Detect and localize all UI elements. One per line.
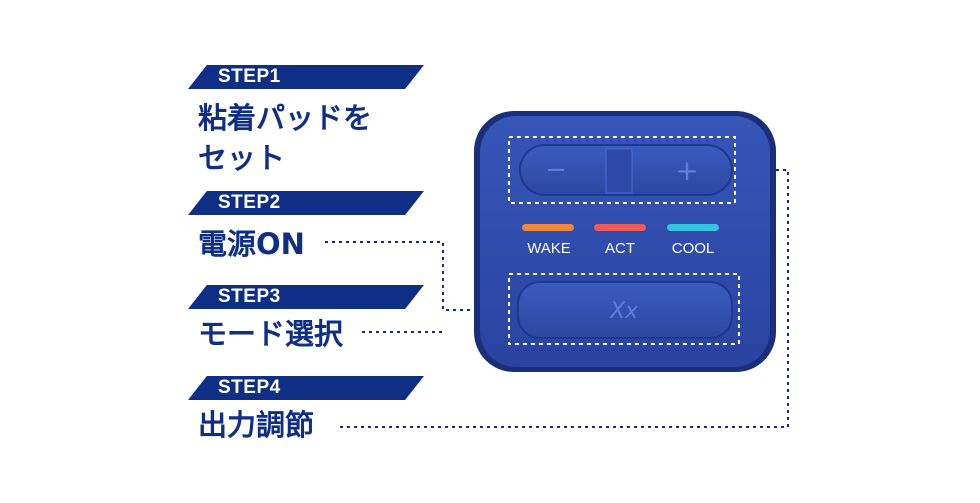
leader-line-power bbox=[325, 241, 515, 311]
act-led bbox=[594, 224, 646, 231]
step1-caption: 粘着パッドを セット bbox=[198, 101, 373, 175]
step3-label: STEP3 bbox=[218, 286, 281, 307]
cool-label: COOL bbox=[672, 240, 715, 257]
step2-caption: 電源ON bbox=[198, 227, 305, 261]
leader-line-intensity bbox=[340, 169, 789, 428]
mode-button-highlight bbox=[508, 273, 740, 345]
cool-led bbox=[667, 224, 719, 231]
step3-banner: STEP3 bbox=[188, 285, 424, 309]
mode-button-logo: Xx bbox=[609, 299, 639, 324]
step4-label: STEP4 bbox=[218, 377, 281, 398]
step3-caption: モード選択 bbox=[198, 317, 344, 351]
act-label: ACT bbox=[605, 240, 635, 257]
plus-symbol: + bbox=[675, 154, 698, 187]
mode-button bbox=[517, 281, 733, 339]
step2-label: STEP2 bbox=[218, 192, 281, 213]
wake-led bbox=[522, 224, 574, 231]
step2-banner: STEP2 bbox=[188, 191, 424, 215]
wake-label: WAKE bbox=[527, 240, 571, 257]
minus-symbol: − bbox=[545, 155, 567, 185]
step1-label: STEP1 bbox=[218, 66, 281, 87]
step1-banner: STEP1 bbox=[188, 65, 424, 89]
step4-banner: STEP4 bbox=[188, 376, 424, 400]
step4-caption: 出力調節 bbox=[198, 408, 315, 442]
rocker-center-ridge bbox=[605, 148, 633, 194]
rocker-highlight bbox=[508, 136, 736, 204]
